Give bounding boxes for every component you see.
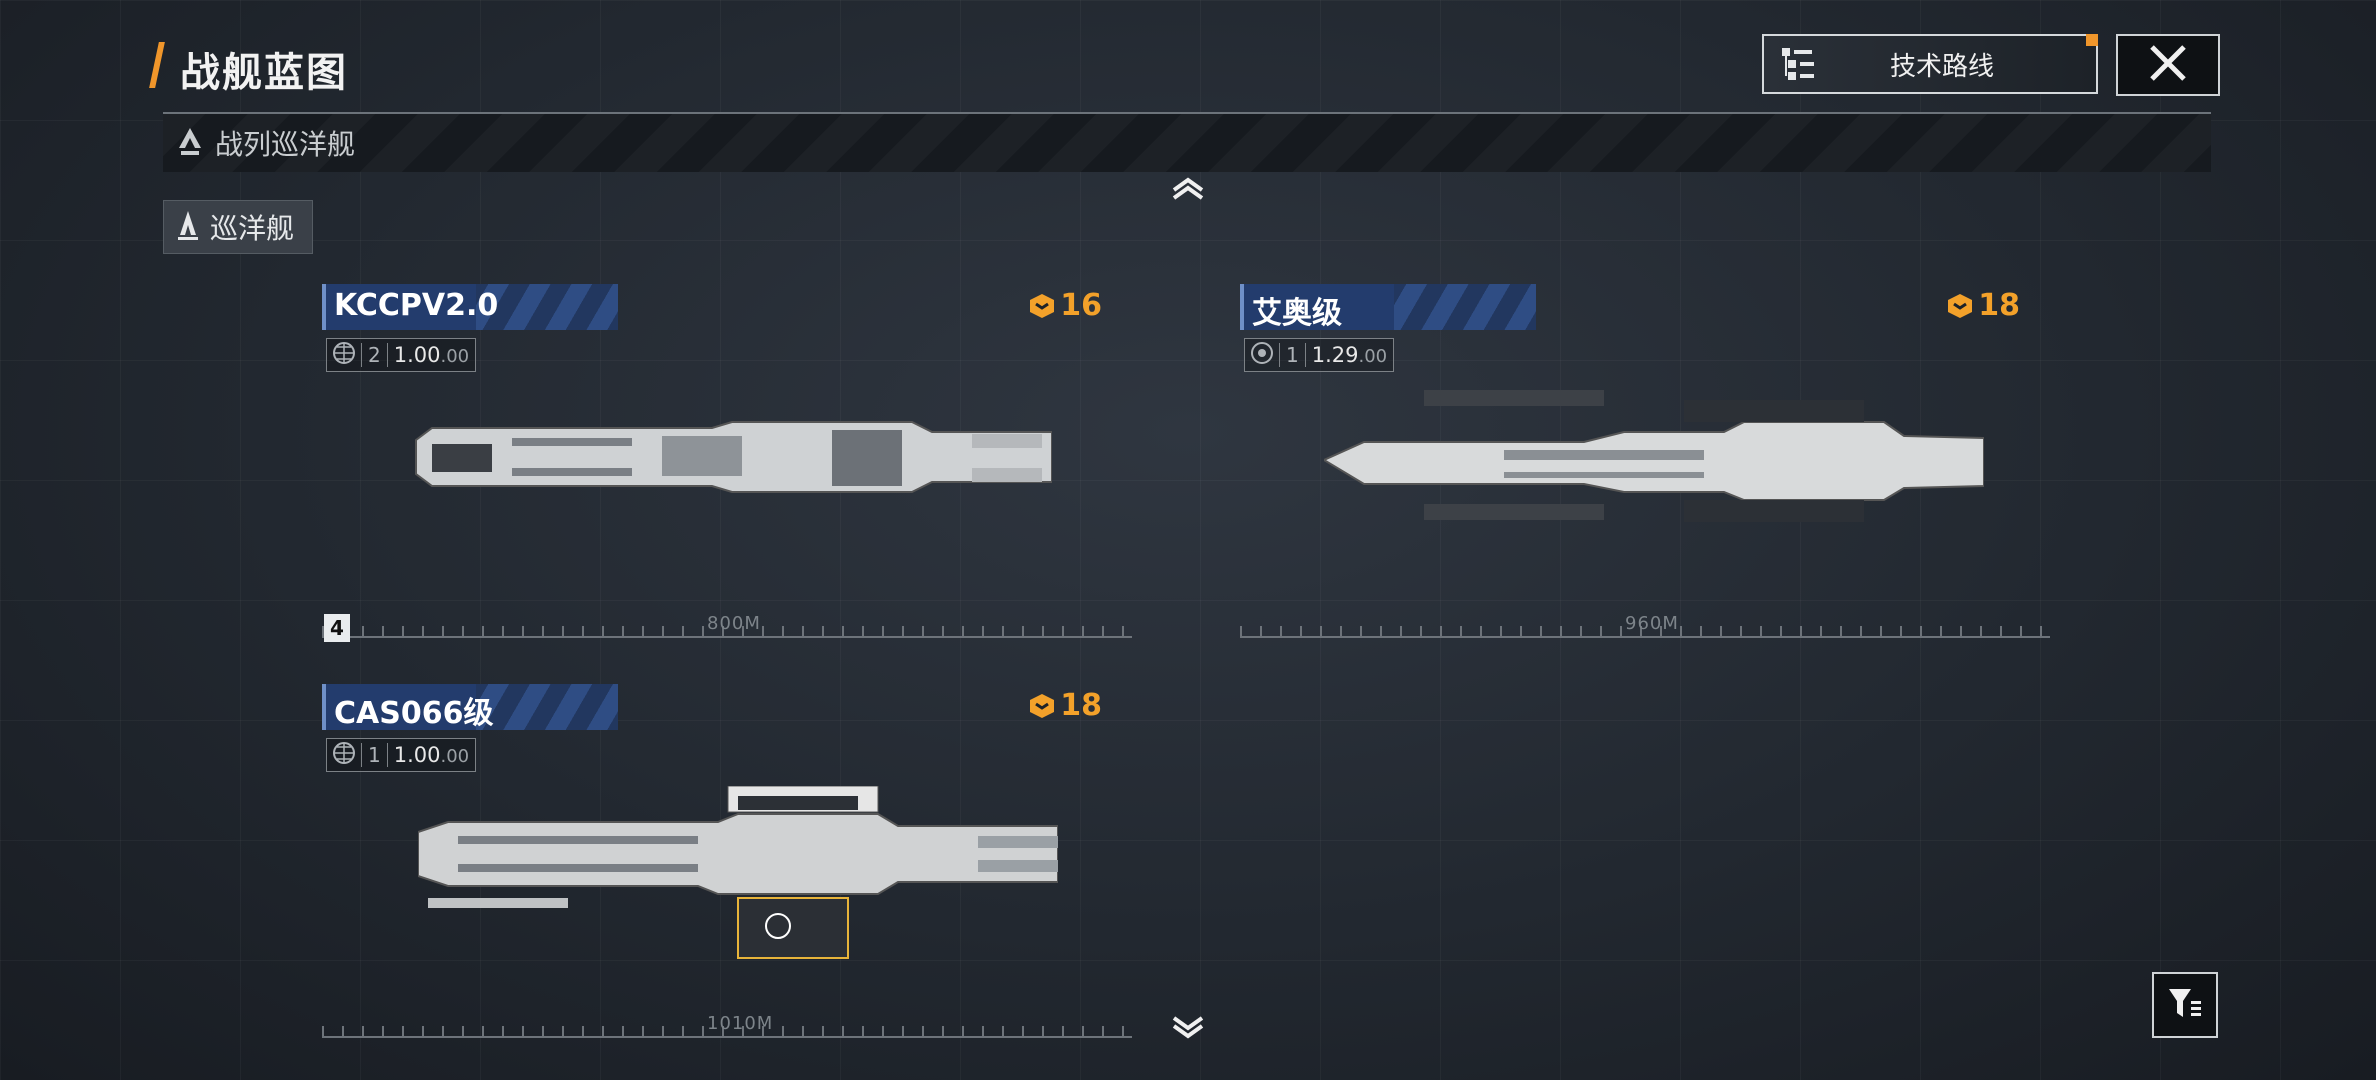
ship-value-suffix: .00 [440,746,470,767]
ship-blueprint-image [418,786,1058,959]
ship-header [1240,284,1394,330]
ruler-ticks [322,626,1132,636]
ship-name: CAS066级 [334,696,494,731]
cost-icon [1030,693,1055,718]
ship-name: KCCPV2.0 [334,288,499,323]
close-icon [2146,41,2190,89]
ship-cost: 18 [1028,688,1102,723]
ship-value: 1.00.00 [388,743,475,767]
ship-value: 1.00.00 [388,343,475,367]
ship-cost-value: 18 [1978,288,2020,323]
filter-icon [2165,983,2205,1027]
ship-cost-value: 16 [1060,288,1102,323]
tab-cruiser[interactable]: 巡洋舰 [163,200,314,254]
ship-tier: 1 [361,743,388,767]
ruler-ticks [1240,626,2050,636]
cost-icon [1030,293,1055,318]
battlecruiser-icon [177,126,203,160]
ship-header [322,284,476,330]
ship-value-suffix: .00 [440,346,470,367]
ship-value-main: 1.00 [393,343,441,367]
ship-header [322,684,476,730]
tab-cruiser-label: 巡洋舰 [210,212,295,245]
cruiser-icon [176,209,200,245]
ship-value-main: 1.00 [393,743,441,767]
ruler-ticks [322,1026,1132,1036]
distance-ruler [322,636,1132,638]
filter-button[interactable] [2152,972,2218,1038]
ship-distance: 960M [1625,613,1679,634]
ship-distance: 1010M [707,1013,774,1034]
ship-tier: 2 [361,343,388,367]
scroll-up-icon[interactable] [1170,176,1206,200]
ship-blueprint-image [1324,390,1984,522]
ship-value: 1.29.00 [1306,343,1393,367]
distance-ruler [322,1036,1132,1038]
ship-card[interactable]: KCCPV2.0 16 2 1.00.00 800M 4 [322,284,1132,654]
ship-stats: 2 1.00.00 [326,338,477,372]
distance-ruler [1240,636,2050,638]
globe-icon [327,741,361,769]
ship-cost-value: 18 [1060,688,1102,723]
ship-value-suffix: .00 [1358,346,1388,367]
ship-name: 艾奥级 [1252,296,1342,331]
radar-icon [1245,341,1279,369]
tech-route-button[interactable]: 技术路线 [1762,34,2098,94]
page-title: 战舰蓝图 [180,50,348,96]
notification-dot [2086,34,2098,46]
ship-stats: 1 1.00.00 [326,738,477,772]
ship-cost: 18 [1946,288,2020,323]
tree-list-icon [1778,44,1828,84]
category-label: 战列巡洋舰 [215,128,356,161]
ship-stats: 1 1.29.00 [1244,338,1395,372]
category-bar[interactable]: 战列巡洋舰 [163,112,2211,172]
ship-card[interactable]: CAS066级 18 1 1.00.00 1010M [322,684,1132,1054]
ship-cost: 16 [1028,288,1102,323]
scroll-down-icon[interactable] [1170,1016,1206,1040]
globe-icon [327,341,361,369]
ship-blueprint-image [415,421,1052,493]
ship-value-main: 1.29 [1311,343,1359,367]
tech-route-label: 技术路线 [1889,51,1994,82]
ship-tier: 1 [1279,343,1306,367]
close-button[interactable] [2116,34,2220,96]
cost-icon [1948,293,1973,318]
ship-count-badge: 4 [324,614,350,642]
ship-distance: 800M [707,613,761,634]
ship-card[interactable]: 艾奥级 18 1 1.29.00 960M [1240,284,2050,654]
